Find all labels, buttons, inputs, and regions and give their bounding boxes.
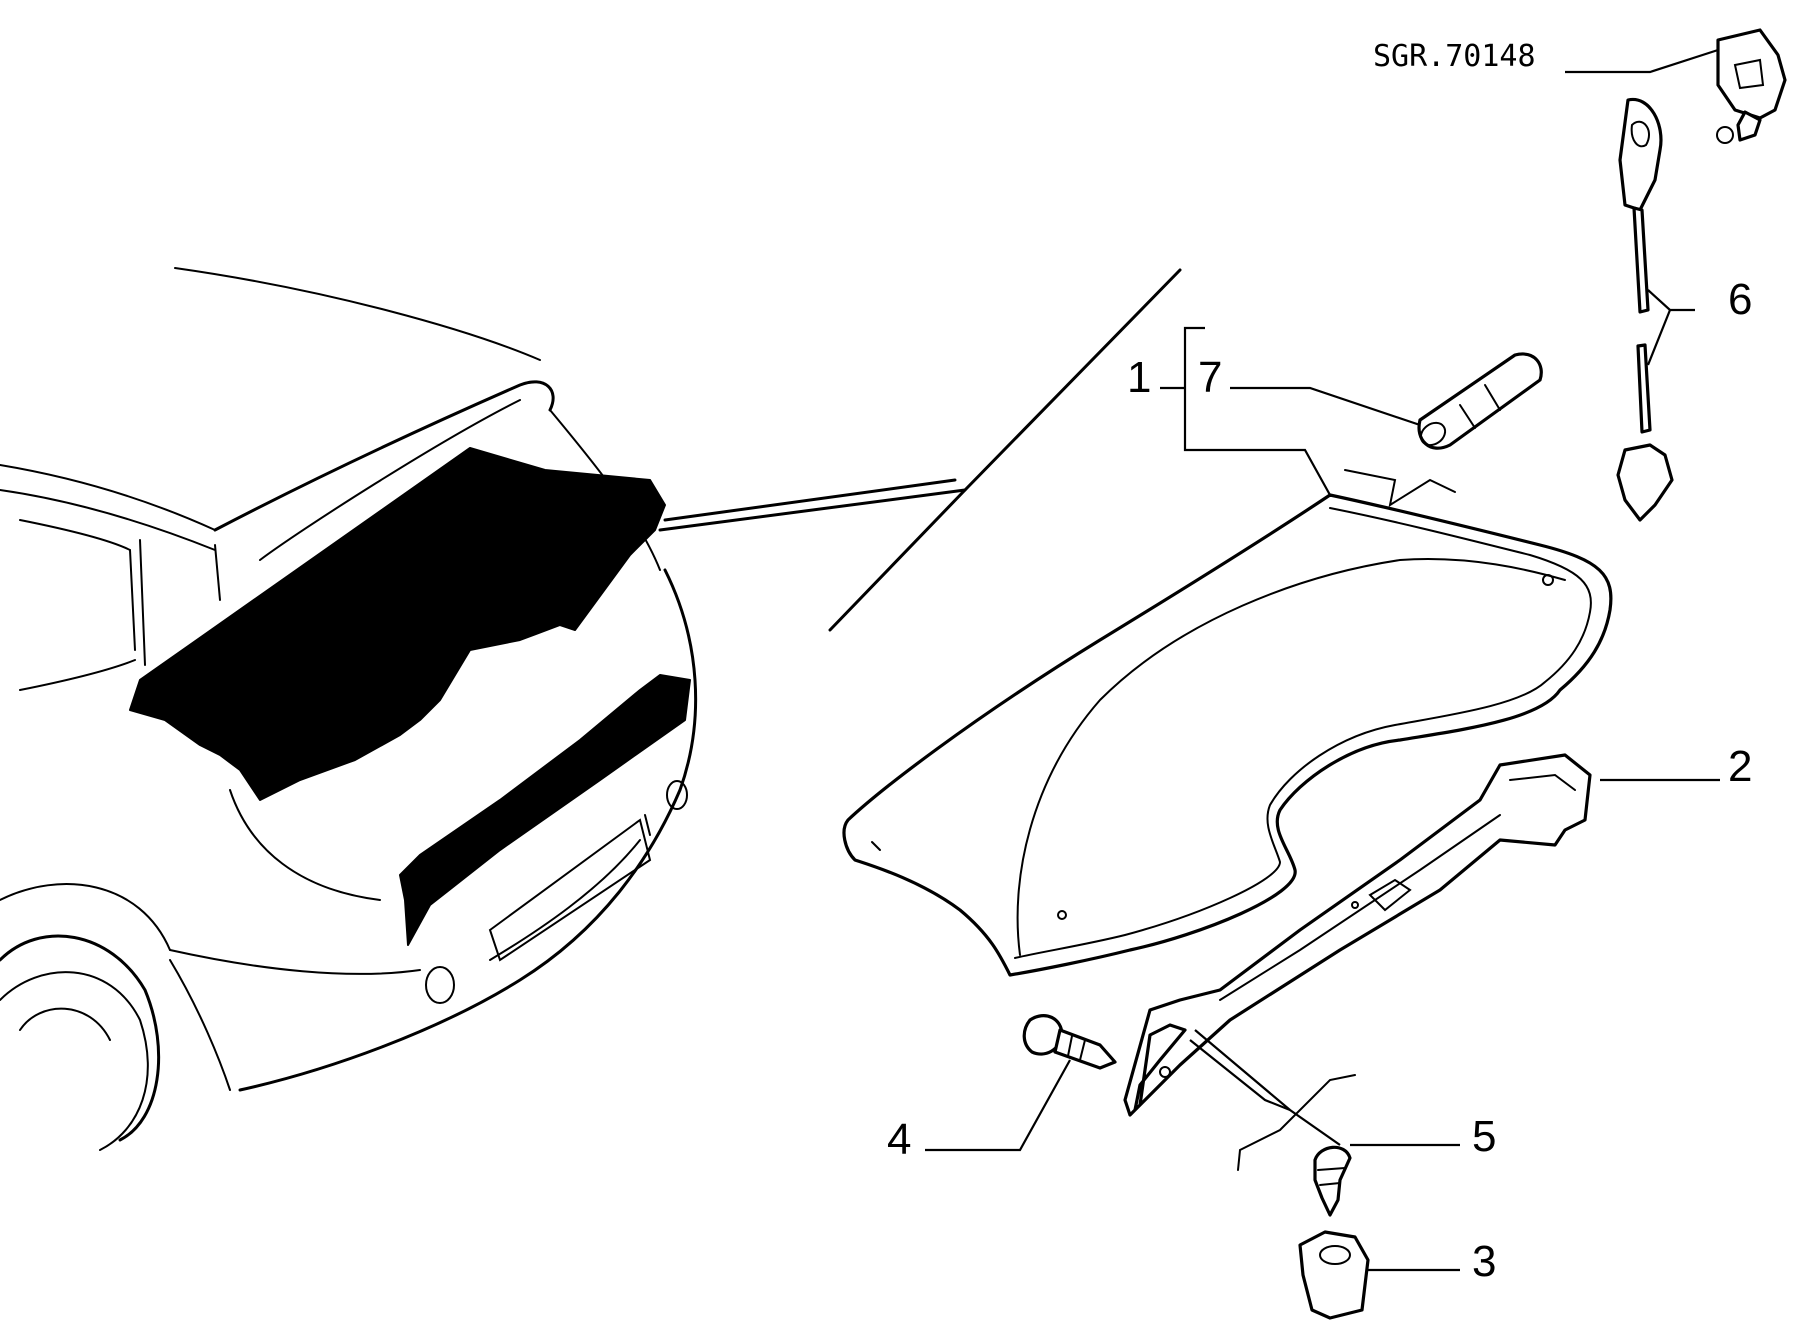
leader-lines [925, 48, 1720, 1272]
screw-part-4 [1022, 1014, 1117, 1070]
detail-pointer [658, 268, 1182, 632]
cord-part-6 [1616, 97, 1674, 522]
screw-part-5 [1313, 1145, 1352, 1217]
callout-6: 6 [1728, 275, 1753, 324]
support-bar-part [1123, 753, 1592, 1117]
parcel-shelf-part [842, 469, 1613, 977]
callout-2: 2 [1728, 742, 1753, 791]
car-rear-illustration [0, 267, 698, 1151]
callout-3: 3 [1472, 1237, 1497, 1286]
bush-part-3 [1298, 1230, 1370, 1320]
reference-code-label: SGR.70148 [1373, 39, 1536, 74]
callout-1: 1 [1127, 353, 1152, 402]
callout-4: 4 [887, 1115, 912, 1164]
pin-part-7 [1417, 352, 1543, 450]
callout-7: 7 [1198, 353, 1223, 402]
callout-5: 5 [1472, 1112, 1497, 1161]
clip-part-sgr [1716, 28, 1787, 144]
